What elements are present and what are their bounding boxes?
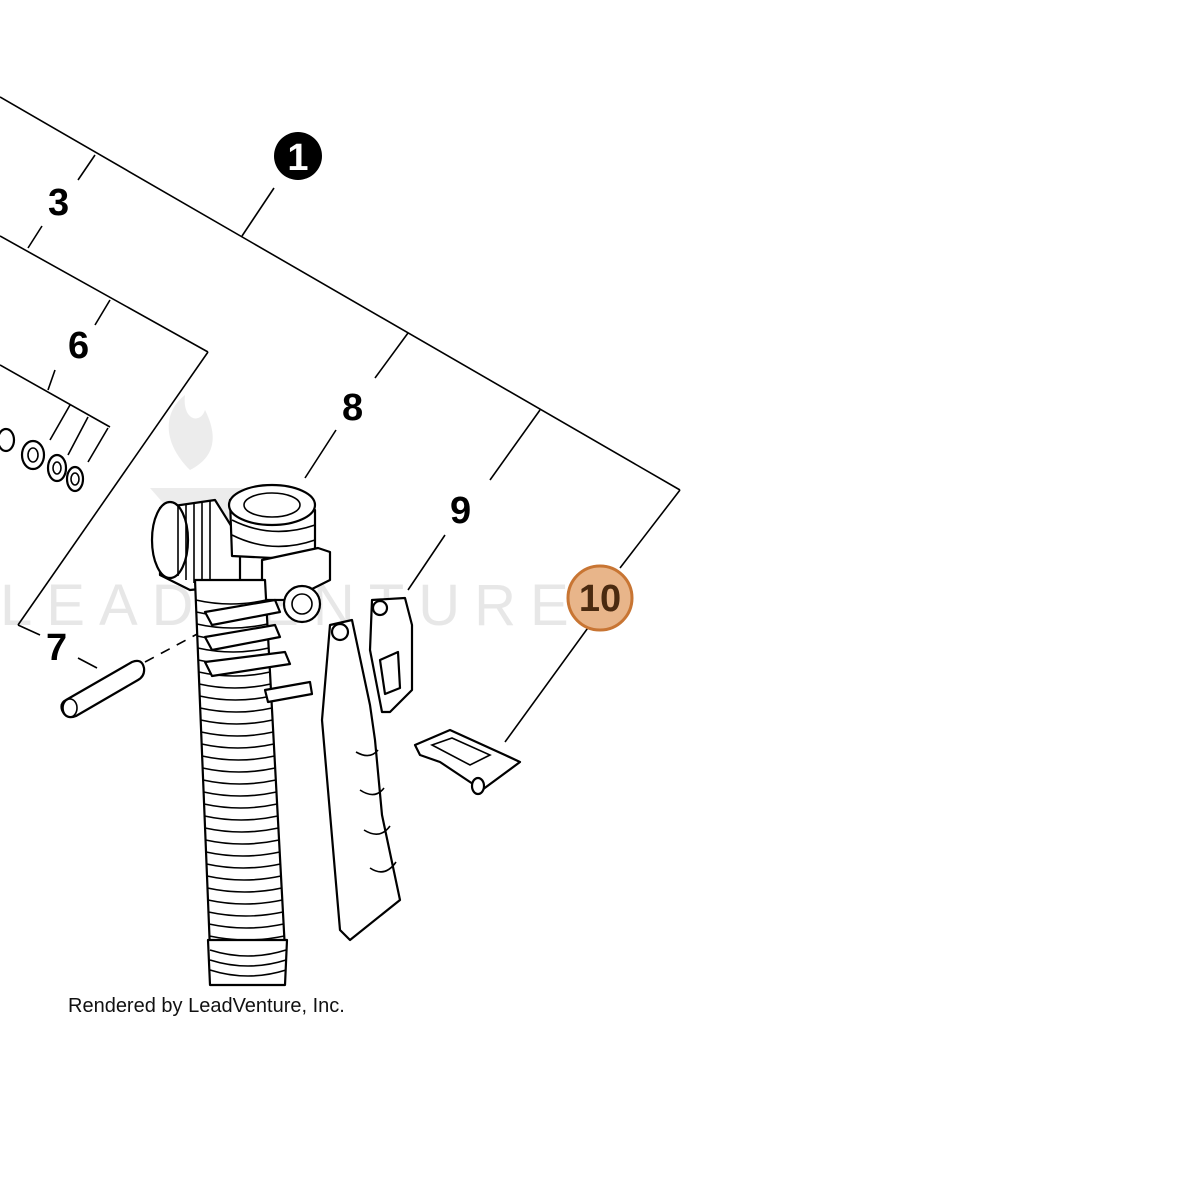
tube-rib [208,923,284,929]
tube-rib [207,887,282,893]
callout-labels: 3 6 7 8 9 [46,182,471,669]
tube-rib [205,839,280,845]
part-10-clip[interactable] [413,728,522,796]
part-7-pin[interactable] [60,659,146,719]
tube-rib [208,911,284,917]
tube-rib [206,875,282,881]
tube-rib [201,743,275,749]
callout-6: 6 [68,325,89,367]
tube-rib [201,755,275,761]
leader-lines [0,96,681,743]
tube-rib [200,731,274,737]
tube-rib [207,899,283,905]
part-9-handle[interactable] [320,596,414,942]
tube-rib [200,719,273,725]
part-6-washers[interactable] [0,427,85,493]
tube-rib [206,863,281,869]
tube-rib [203,791,277,797]
callout-10-badge[interactable]: 10 [566,564,634,632]
tube-rib [195,599,267,605]
part-main-valve-body[interactable] [150,483,332,987]
tube-rib [199,683,271,689]
tube-rib [204,827,279,833]
tube-rib [204,815,278,821]
tube-rib [199,695,272,701]
tube-rib [205,851,280,857]
callout-7: 7 [46,627,67,669]
callout-9: 9 [450,490,471,532]
callout-8: 8 [342,387,363,429]
tube-rib [197,647,269,653]
callout-10: 10 [579,578,621,620]
tube-rib [198,671,271,677]
tube-rib [202,779,276,785]
callout-3: 3 [48,182,69,224]
tube-rib [200,707,273,713]
tube-rib [196,623,268,629]
tube-rib [203,803,278,809]
credit-text: Rendered by LeadVenture, Inc. [68,995,345,1017]
tube-rib [202,767,276,773]
callout-1-badge[interactable]: 1 [274,132,322,180]
callout-1: 1 [287,137,308,179]
